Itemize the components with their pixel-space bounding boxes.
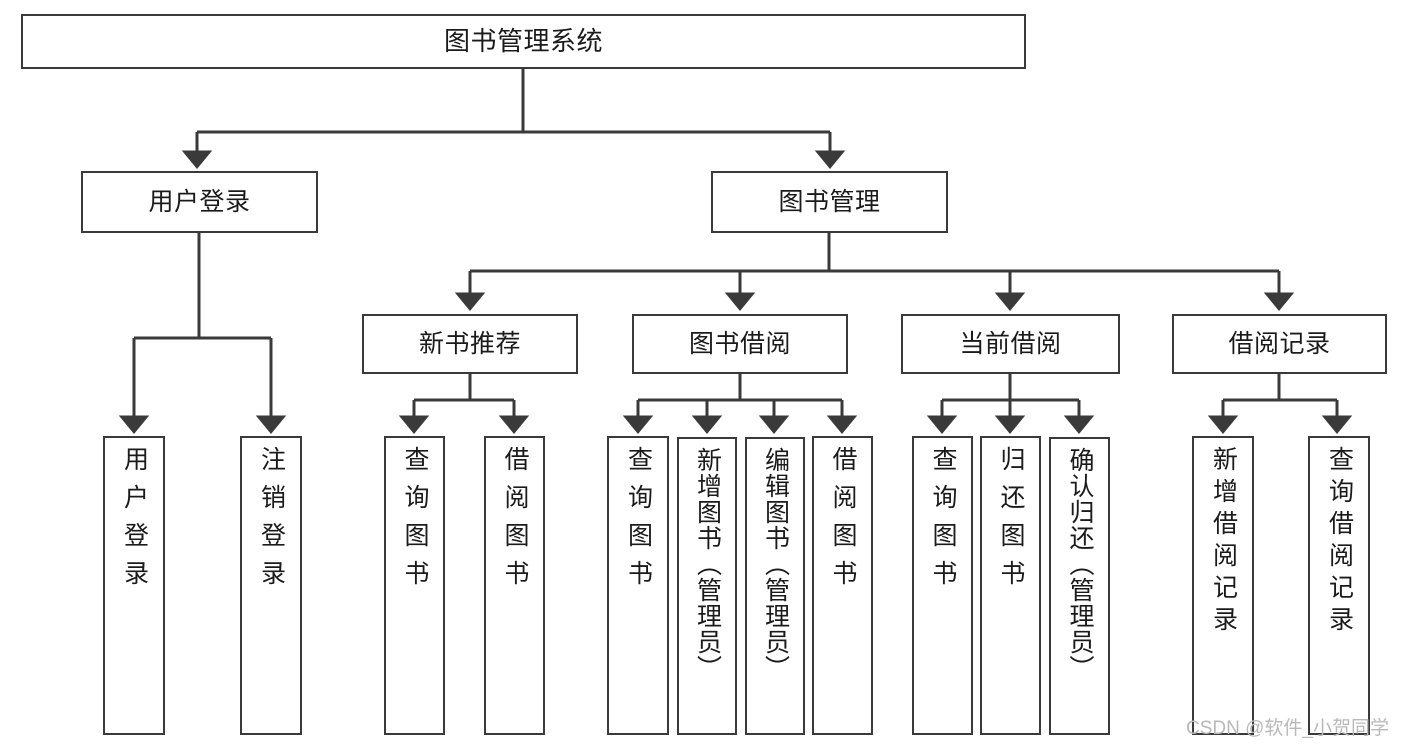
- node-label: 查询图书: [929, 446, 957, 598]
- leaf-current-confirm-return-admin[interactable]: 确认归还（管理员）: [1049, 437, 1110, 735]
- node-label: 新书推荐: [418, 330, 521, 358]
- node-label: 编辑图书（管理员）: [761, 447, 790, 681]
- leaf-user-login-signout[interactable]: 注销登录: [240, 436, 302, 735]
- leaf-record-query-record[interactable]: 查询借阅记录: [1308, 436, 1370, 735]
- node-label: 借阅记录: [1228, 330, 1331, 358]
- leaf-recommend-query-book[interactable]: 查询图书: [384, 436, 445, 735]
- node-book-management[interactable]: 图书管理: [711, 171, 948, 233]
- node-label: 新增借阅记录: [1209, 446, 1238, 638]
- node-label: 图书借阅: [688, 330, 791, 358]
- node-label: 当前借阅: [959, 330, 1062, 358]
- leaf-recommend-borrow-book[interactable]: 借阅图书: [484, 436, 545, 735]
- leaf-borrow-query-book[interactable]: 查询图书: [607, 436, 669, 735]
- node-label: 图书管理: [778, 188, 881, 216]
- node-user-login[interactable]: 用户登录: [81, 171, 318, 233]
- node-current-borrow[interactable]: 当前借阅: [901, 314, 1120, 374]
- leaf-borrow-borrow-book[interactable]: 借阅图书: [812, 436, 873, 735]
- node-label: 查询借阅记录: [1325, 446, 1354, 638]
- leaf-record-add-record[interactable]: 新增借阅记录: [1192, 436, 1254, 735]
- node-new-book-recommend[interactable]: 新书推荐: [362, 314, 578, 374]
- node-label: 确认归还（管理员）: [1066, 447, 1094, 681]
- leaf-current-return-book[interactable]: 归还图书: [980, 436, 1041, 735]
- node-label: 用户登录: [120, 446, 149, 598]
- node-label: 借阅图书: [501, 446, 529, 598]
- leaf-current-query-book[interactable]: 查询图书: [912, 436, 973, 735]
- leaf-borrow-edit-book-admin[interactable]: 编辑图书（管理员）: [745, 437, 805, 735]
- node-book-borrow[interactable]: 图书借阅: [632, 314, 848, 374]
- node-label: 归还图书: [997, 446, 1025, 598]
- csdn-watermark: CSDN @软件_小贺同学: [1186, 718, 1389, 739]
- leaf-borrow-add-book-admin[interactable]: 新增图书（管理员）: [677, 437, 737, 735]
- node-label: 图书管理系统: [443, 25, 603, 56]
- node-label: 查询图书: [401, 446, 429, 598]
- node-root-system[interactable]: 图书管理系统: [21, 14, 1026, 69]
- node-label: 新增图书（管理员）: [693, 447, 722, 681]
- node-label: 查询图书: [624, 446, 653, 598]
- leaf-user-login-signin[interactable]: 用户登录: [103, 436, 165, 735]
- node-label: 借阅图书: [829, 446, 857, 598]
- node-borrow-record[interactable]: 借阅记录: [1172, 314, 1387, 374]
- node-label: 注销登录: [257, 446, 286, 598]
- node-label: 用户登录: [148, 188, 251, 216]
